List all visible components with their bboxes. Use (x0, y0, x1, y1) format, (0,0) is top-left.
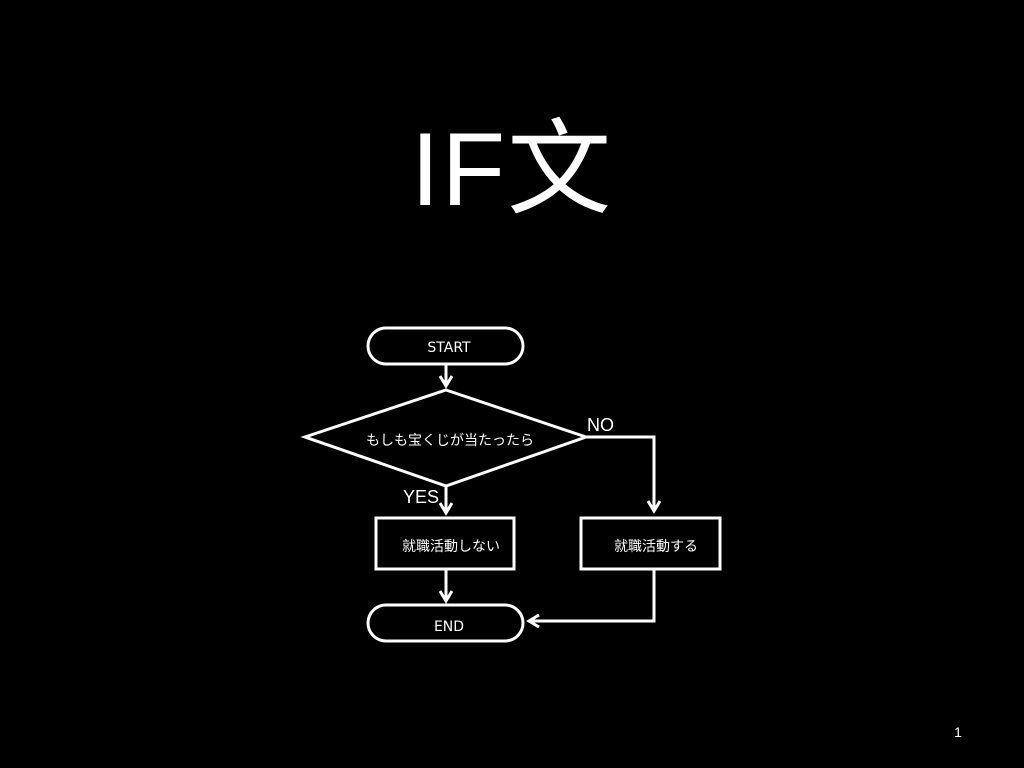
start-label: START (427, 340, 471, 356)
start-node: START (366, 326, 525, 366)
edge-no-action-to-end (529, 569, 656, 621)
end-node: END (366, 603, 525, 643)
no-branch-label: NO (587, 415, 614, 435)
no-action-label: 就職活動する (614, 539, 698, 555)
decision-label: もしも宝くじが当たったら (366, 433, 534, 449)
no-action-node: 就職活動する (579, 516, 722, 571)
yes-action-label: 就職活動しない (402, 539, 500, 555)
page-number: 1 (954, 724, 962, 740)
yes-branch-label: YES (403, 487, 439, 507)
yes-action-node: 就職活動しない (374, 516, 516, 571)
slide-title: IF文 (410, 112, 614, 228)
end-label: END (434, 619, 464, 635)
edge-decision-to-no-action (586, 435, 654, 511)
decision-node: もしも宝くじが当たったら (300, 388, 591, 488)
